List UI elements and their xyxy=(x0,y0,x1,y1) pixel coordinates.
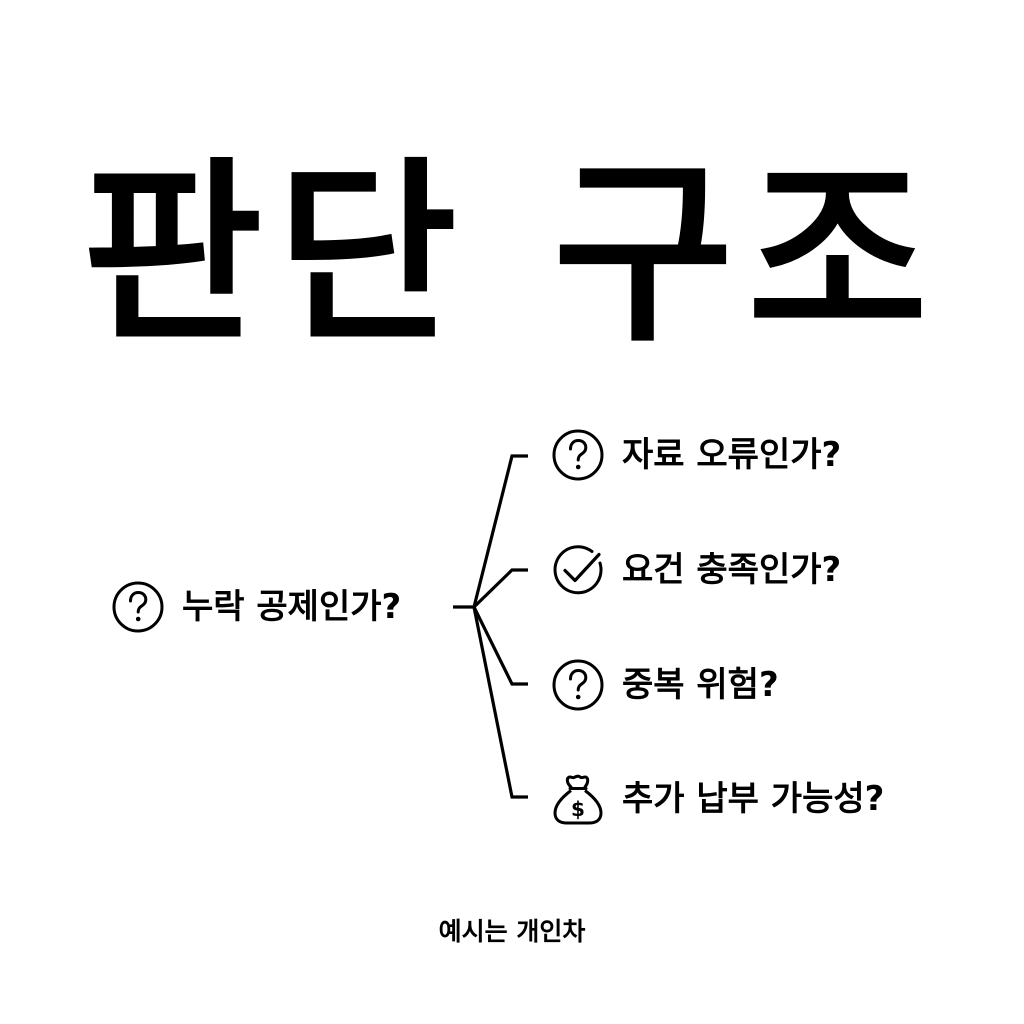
question-circle-icon xyxy=(112,581,164,633)
root-question-node: 누락 공제인가? xyxy=(110,577,401,637)
branch-node-duplicate-risk: 중복 위험? xyxy=(550,655,779,715)
connector-branch-2 xyxy=(472,568,528,609)
branch-node-data-error: 자료 오류인가? xyxy=(550,425,841,485)
branch-label-duplicate-risk: 중복 위험? xyxy=(622,665,779,705)
svg-text:$: $ xyxy=(571,797,585,821)
branch-node-requirement-met: 요건 충족인가? xyxy=(550,540,841,600)
question-circle-icon xyxy=(552,659,604,711)
footnote: 예시는 개인차 xyxy=(438,917,586,946)
connector-branch-1 xyxy=(472,454,528,608)
branch-label-additional-payment: 추가 납부 가능성? xyxy=(622,779,885,819)
connector-branch-4 xyxy=(472,606,528,799)
root-question-label: 누락 공제인가? xyxy=(182,587,402,627)
branch-label-requirement-met: 요건 충족인가? xyxy=(622,550,842,590)
branch-label-data-error: 자료 오류인가? xyxy=(622,435,842,475)
check-circle-icon xyxy=(553,545,603,595)
connector-branch-3 xyxy=(472,606,528,686)
branch-node-additional-payment: $ 추가 납부 가능성? xyxy=(550,769,884,829)
money-bag-icon: $ xyxy=(553,774,603,825)
question-circle-icon xyxy=(552,429,604,481)
page-title: 판단 구조 xyxy=(82,141,942,369)
